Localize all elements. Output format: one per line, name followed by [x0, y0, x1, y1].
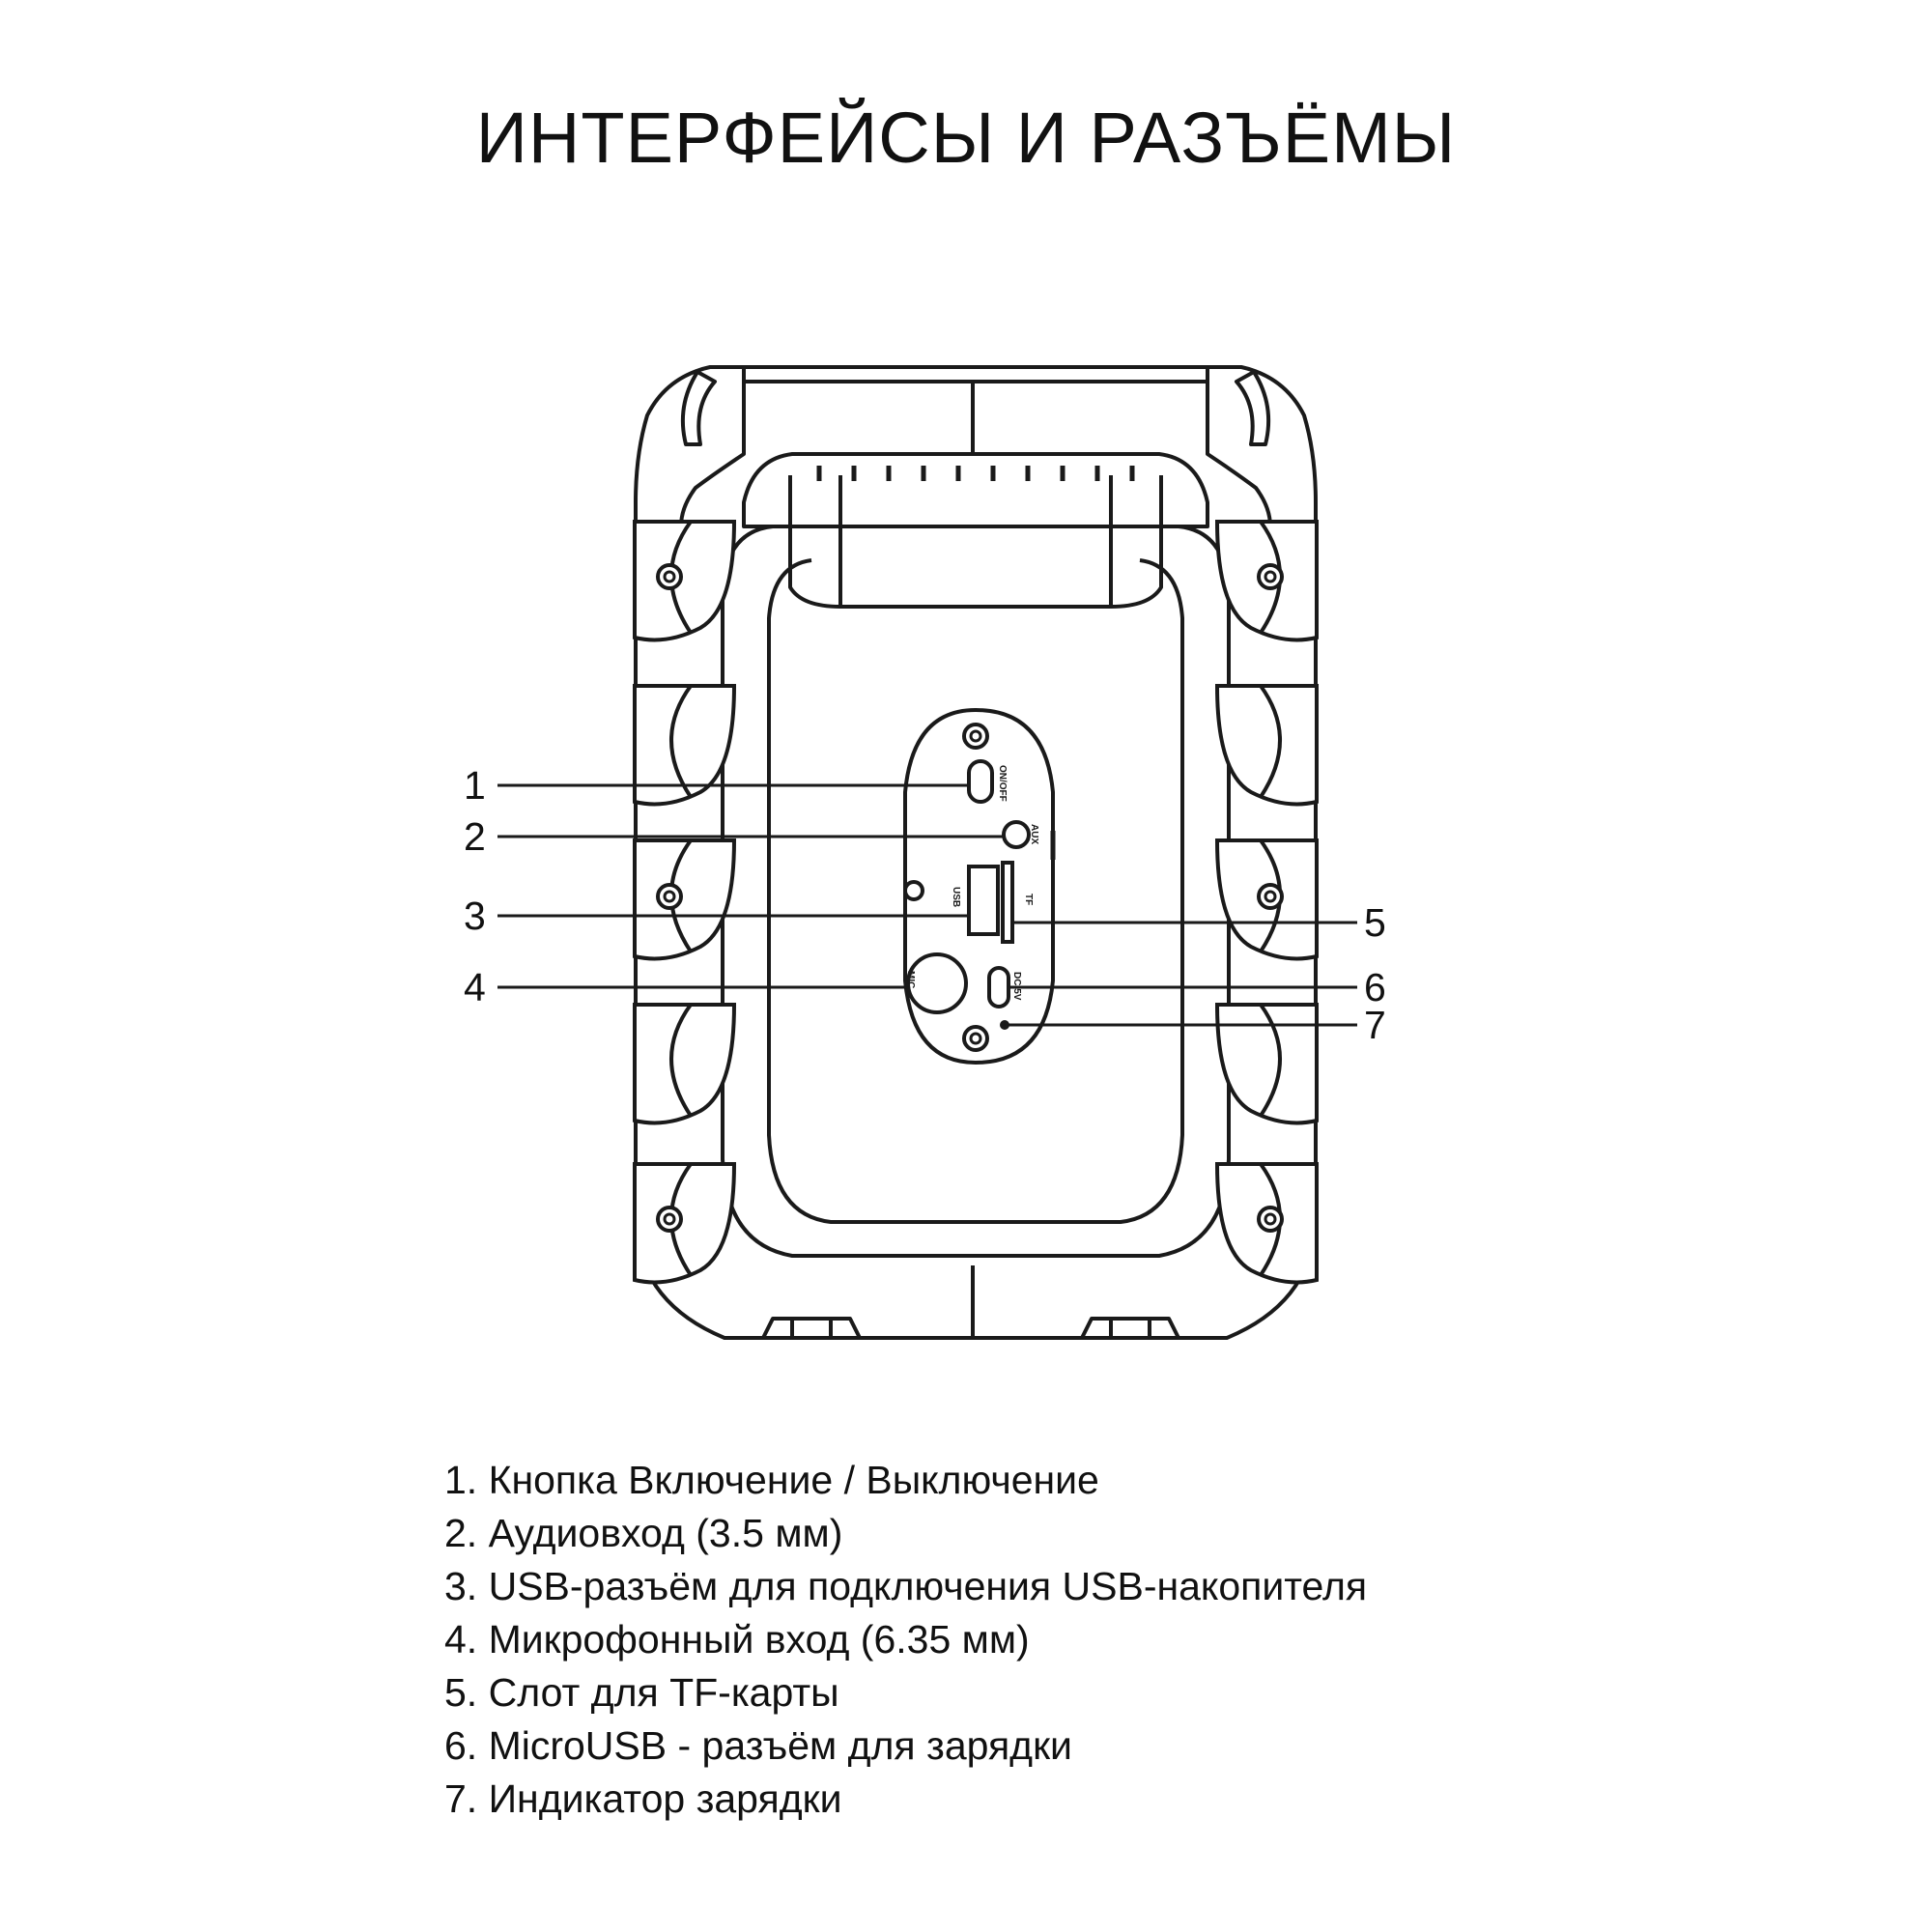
left-foot: [761, 1317, 862, 1339]
callout-6: 6: [1364, 965, 1386, 1009]
legend-item: 1. Кнопка Включение / Выключение: [444, 1458, 1099, 1502]
panel-small-hole: [903, 880, 924, 901]
aux-label: AUX: [1029, 824, 1039, 844]
speaker-body-outline: [634, 365, 1318, 1340]
panel-screw-bottom: [962, 1025, 989, 1052]
legend-item: 3. USB-разъём для подключения USB-накопи…: [444, 1564, 1368, 1608]
left-bumpers: [633, 520, 736, 1285]
leader-lines: [497, 783, 1357, 1027]
tf-label: TF: [1023, 894, 1034, 905]
tf-card-slot: [1001, 861, 1014, 944]
legend-item: 5. Слот для TF-карты: [444, 1670, 839, 1715]
charge-led: [1000, 1020, 1009, 1030]
callout-1: 1: [464, 763, 486, 808]
callout-2: 2: [464, 814, 486, 859]
on-off-label: ON/OFF: [997, 765, 1008, 802]
microusb-port: [987, 966, 1010, 1009]
legend-list: 1. Кнопка Включение / Выключение 2. Ауди…: [444, 1454, 1367, 1826]
aux-jack: [1002, 820, 1031, 849]
handle-recess: [742, 452, 1209, 528]
callout-5: 5: [1364, 900, 1386, 945]
mic-label: MIC: [905, 971, 916, 988]
vent-slots: [816, 466, 1135, 481]
usb-label: USB: [951, 887, 961, 907]
right-foot: [1080, 1317, 1180, 1339]
mic-jack: [906, 952, 968, 1014]
legend-item: 7. Индикатор зарядки: [444, 1776, 842, 1821]
page-title: ИНТЕРФЕЙСЫ И РАЗЪЁМЫ: [475, 98, 1457, 178]
connector-panel: [903, 707, 1056, 1065]
callout-4: 4: [464, 965, 486, 1009]
legend-item: 2. Аудиовход (3.5 мм): [444, 1511, 843, 1555]
on-off-button: [967, 759, 994, 804]
legend-item: 4. Микрофонный вход (6.35 мм): [444, 1617, 1030, 1662]
panel-screw-top: [962, 723, 989, 750]
legend-item: 6. MicroUSB - разъём для зарядки: [444, 1723, 1072, 1768]
callout-7: 7: [1364, 1003, 1386, 1047]
usb-port: [967, 865, 1000, 936]
callout-3: 3: [464, 894, 486, 938]
